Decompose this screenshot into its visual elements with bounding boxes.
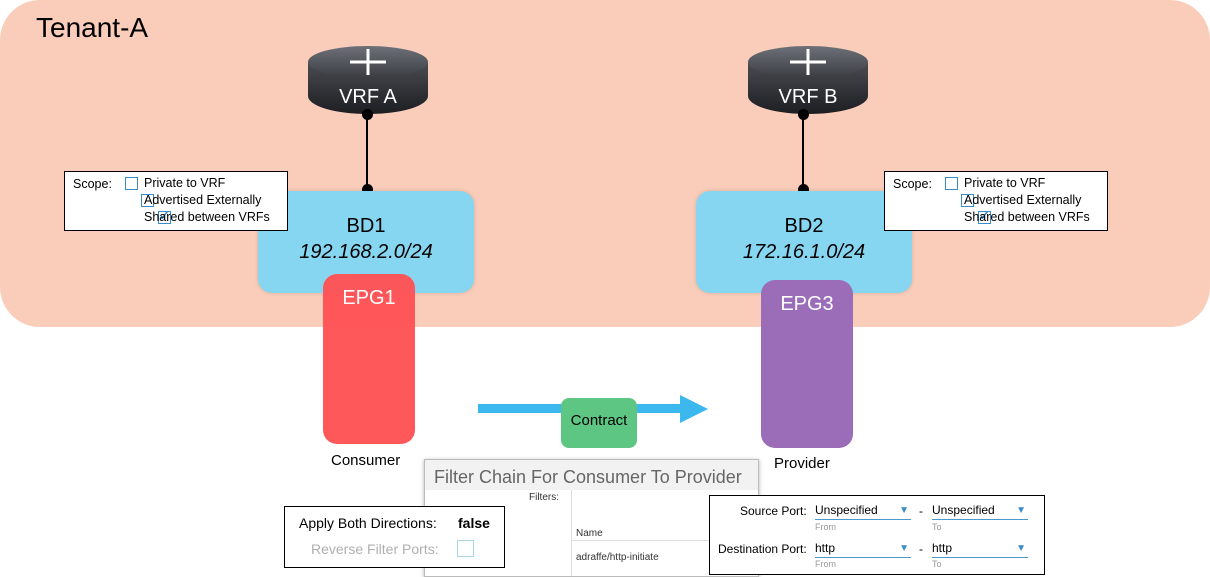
scope-right-shared-label: Shared between VRFs [964,210,1090,224]
source-port-label: Source Port: [740,504,807,518]
chevron-down-icon: ▼ [899,543,909,554]
bd2-box: BD2 172.16.1.0/24 [696,191,912,293]
source-port-dash: - [919,504,923,518]
destination-port-from-select[interactable]: http ▼ [815,541,911,558]
bd2-subnet: 172.16.1.0/24 [742,241,866,263]
apply-both-directions-label: Apply Both Directions: [299,515,437,531]
bd2-connector-dot [798,184,809,195]
tenant-container [0,0,1210,327]
source-port-to-select[interactable]: Unspecified ▼ [932,503,1028,520]
epg1-name: EPG1 [342,287,396,309]
scope-left-shared-checkbox[interactable] [157,208,171,224]
scope-right-shared-checkbox[interactable] [977,208,991,224]
filters-label: Filters: [529,492,559,503]
scope-right-private-label: Private to VRF [964,176,1046,190]
destination-port-from-value: http [815,541,836,555]
reverse-filter-ports-checkbox[interactable] [457,540,474,557]
vrf-b-router-icon [748,46,868,114]
scope-left-advertised-label: Advertised Externally [144,193,262,207]
apply-both-directions-box: Apply Both Directions: false Reverse Fil… [284,506,505,568]
destination-to-caption: To [932,559,942,569]
scope-right-private-checkbox[interactable] [945,177,958,190]
scope-left-advertised-checkbox[interactable] [141,194,155,207]
filter-chain-header: Filter Chain For Consumer To Provider [425,460,758,490]
vrf-a-label: VRF A [339,86,397,108]
scope-right-label: Scope: [893,177,932,191]
filters-header-rule [571,540,751,541]
source-from-caption: From [815,522,836,532]
scope-left-private-checkbox[interactable] [125,177,138,190]
filters-divider [571,490,572,576]
source-port-from-select[interactable]: Unspecified ▼ [815,503,911,520]
contract-label: Contract [570,412,628,429]
apply-both-directions-value: false [458,515,490,531]
tenant-title: Tenant-A [36,12,149,43]
epg3-name: EPG3 [780,293,834,315]
destination-port-to-select[interactable]: http ▼ [932,541,1028,558]
source-to-caption: To [932,522,942,532]
destination-port-label: Destination Port: [718,542,807,556]
scope-left-label: Scope: [73,177,112,191]
scope-box-left: Scope: Private to VRF Advertised Externa… [64,171,288,231]
scope-left-private-label: Private to VRF [144,176,226,190]
filters-name-header: Name [576,528,603,539]
epg1-box: EPG1 [323,274,415,444]
destination-from-caption: From [815,559,836,569]
chevron-down-icon: ▼ [899,505,909,516]
scope-right-advertised-label: Advertised Externally [964,193,1082,207]
bd1-connector-dot [362,184,373,195]
vrf-b-bd2-link [802,114,804,190]
chevron-down-icon: ▼ [1016,543,1026,554]
vrf-a-router-icon [308,46,428,114]
destination-port-to-value: http [932,541,953,555]
bd1-name: BD1 [346,215,386,237]
reverse-filter-ports-label: Reverse Filter Ports: [311,541,439,557]
source-port-to-value: Unspecified [932,503,995,517]
vrf-b-label: VRF B [778,86,838,108]
bd1-subnet: 192.168.2.0/24 [299,241,433,263]
contract-box: Contract [561,398,637,448]
scope-box-right: Scope: Private to VRF Advertised Externa… [884,171,1108,231]
vrf-a-bd1-link [366,114,368,190]
filter-row-name[interactable]: adraffe/http-initiate [576,552,659,563]
source-port-from-value: Unspecified [815,503,878,517]
consumer-label: Consumer [331,452,401,469]
chevron-down-icon: ▼ [1016,505,1026,516]
scope-right-advertised-checkbox[interactable] [961,194,975,207]
provider-label: Provider [774,455,830,472]
bd2-name: BD2 [784,215,824,237]
epg3-box: EPG3 [761,280,853,448]
ports-box: Source Port: Unspecified ▼ - Unspecified… [709,495,1045,575]
filter-chain-title: Filter Chain For Consumer To Provider [434,467,742,487]
scope-left-shared-label: Shared between VRFs [144,210,270,224]
contract-arrowhead-icon [680,395,708,423]
destination-port-dash: - [919,542,923,556]
